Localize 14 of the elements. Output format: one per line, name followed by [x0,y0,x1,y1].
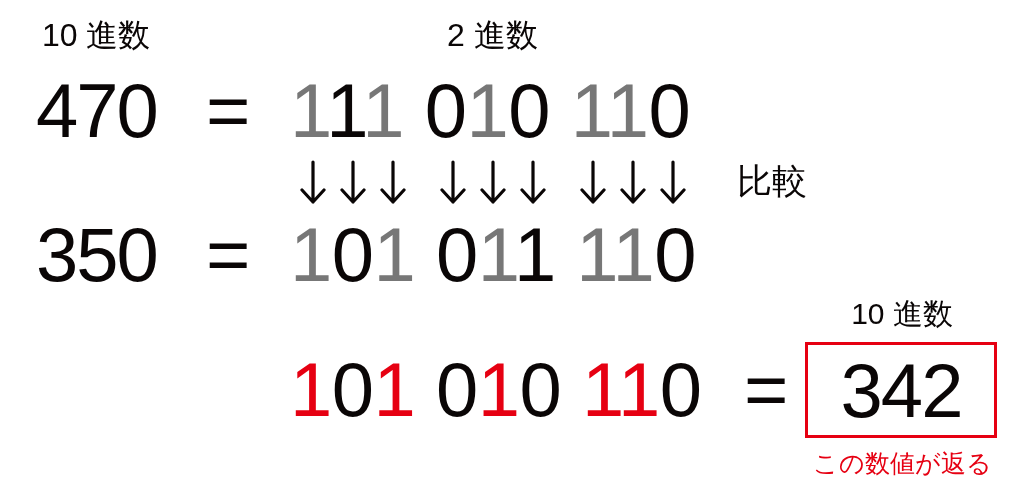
column-heading: 2 進数 [447,19,538,51]
equals-sign: = [206,217,251,293]
decimal-number: 350 [36,217,157,293]
node-label: この数値が返る [812,451,992,476]
unit-label: 10 進数 [851,299,953,329]
binary-number: 101 011 110 [290,217,696,293]
binary-number: 101 010 110 [290,352,702,428]
column-heading: 10 進数 [42,19,151,51]
result-box: 342 [805,342,997,438]
equals-sign: = [206,73,251,149]
decimal-number: 470 [36,73,157,149]
equals-sign: = [744,352,789,428]
binary-number: 111 010 110 [290,73,691,149]
comparison-label: 比較 [737,163,807,198]
